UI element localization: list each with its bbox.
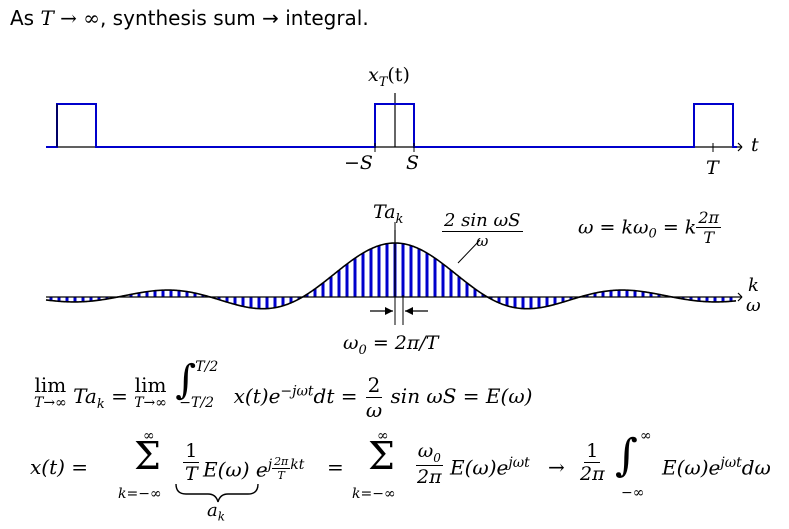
- freq-axis-arrowhead-upper: [737, 292, 743, 298]
- pulse-train-signal: [46, 103, 737, 148]
- ak-underbrace: [175, 483, 259, 503]
- limit-equation: lim T→∞ Tak = lim T→∞ ∫ T/2 −T/2 x(t)e−j…: [34, 357, 533, 422]
- eq2-e-term2: E(ω)ejωt: [450, 455, 530, 480]
- spacing-label: ω0 = 2π/T: [343, 332, 439, 358]
- label-neg-s: −S: [344, 152, 373, 174]
- title-prefix: As: [10, 6, 35, 30]
- sum2-lower: k=−∞: [352, 486, 396, 502]
- sigma-1: Σ: [134, 434, 161, 478]
- eq2-final: E(ω)ejωtdω: [662, 455, 771, 480]
- freq-axis-label-k: k: [748, 275, 759, 296]
- eq2-equals: =: [327, 455, 344, 479]
- sum1-lower: k=−∞: [118, 486, 162, 502]
- freq-axis-arrowhead-lower: [737, 296, 743, 302]
- sigma-2: Σ: [368, 434, 395, 478]
- integral-sign-2: ∫: [615, 430, 638, 481]
- title-rest: , synthesis sum → integral.: [99, 6, 369, 30]
- sinc-envelope: [45, 242, 737, 310]
- top-axis-arrowhead-lower: [737, 146, 743, 152]
- eq2-lhs: x(t) =: [30, 455, 89, 479]
- int2-upper: ∞: [640, 428, 652, 444]
- signal-label: xT(t): [368, 64, 410, 90]
- title-var: T: [40, 6, 54, 30]
- label-s: S: [406, 152, 420, 174]
- freq-axis-label-omega: ω: [746, 295, 761, 316]
- ak-label: ak: [207, 500, 226, 524]
- envelope-pointer: [457, 239, 481, 264]
- integral-sign-1: ∫: [175, 357, 197, 403]
- title-inf: ∞: [83, 6, 100, 30]
- tak-label: Tak: [373, 201, 404, 227]
- spacing-arrowhead-left: [385, 307, 393, 315]
- eq2-arrow: →: [548, 455, 565, 479]
- sum1-upper: ∞: [143, 428, 155, 444]
- top-axis-arrowhead-upper: [737, 142, 743, 148]
- title-arrow: →: [60, 6, 77, 30]
- int2-lower: −∞: [621, 485, 645, 501]
- spacing-arrowhead-right: [405, 307, 413, 315]
- label-t: T: [706, 157, 719, 179]
- spectral-samples: [49, 243, 733, 309]
- slide-title: As T → ∞, synthesis sum → integral.: [10, 6, 369, 30]
- sum2-upper: ∞: [377, 428, 389, 444]
- top-axis-label: t: [751, 134, 759, 156]
